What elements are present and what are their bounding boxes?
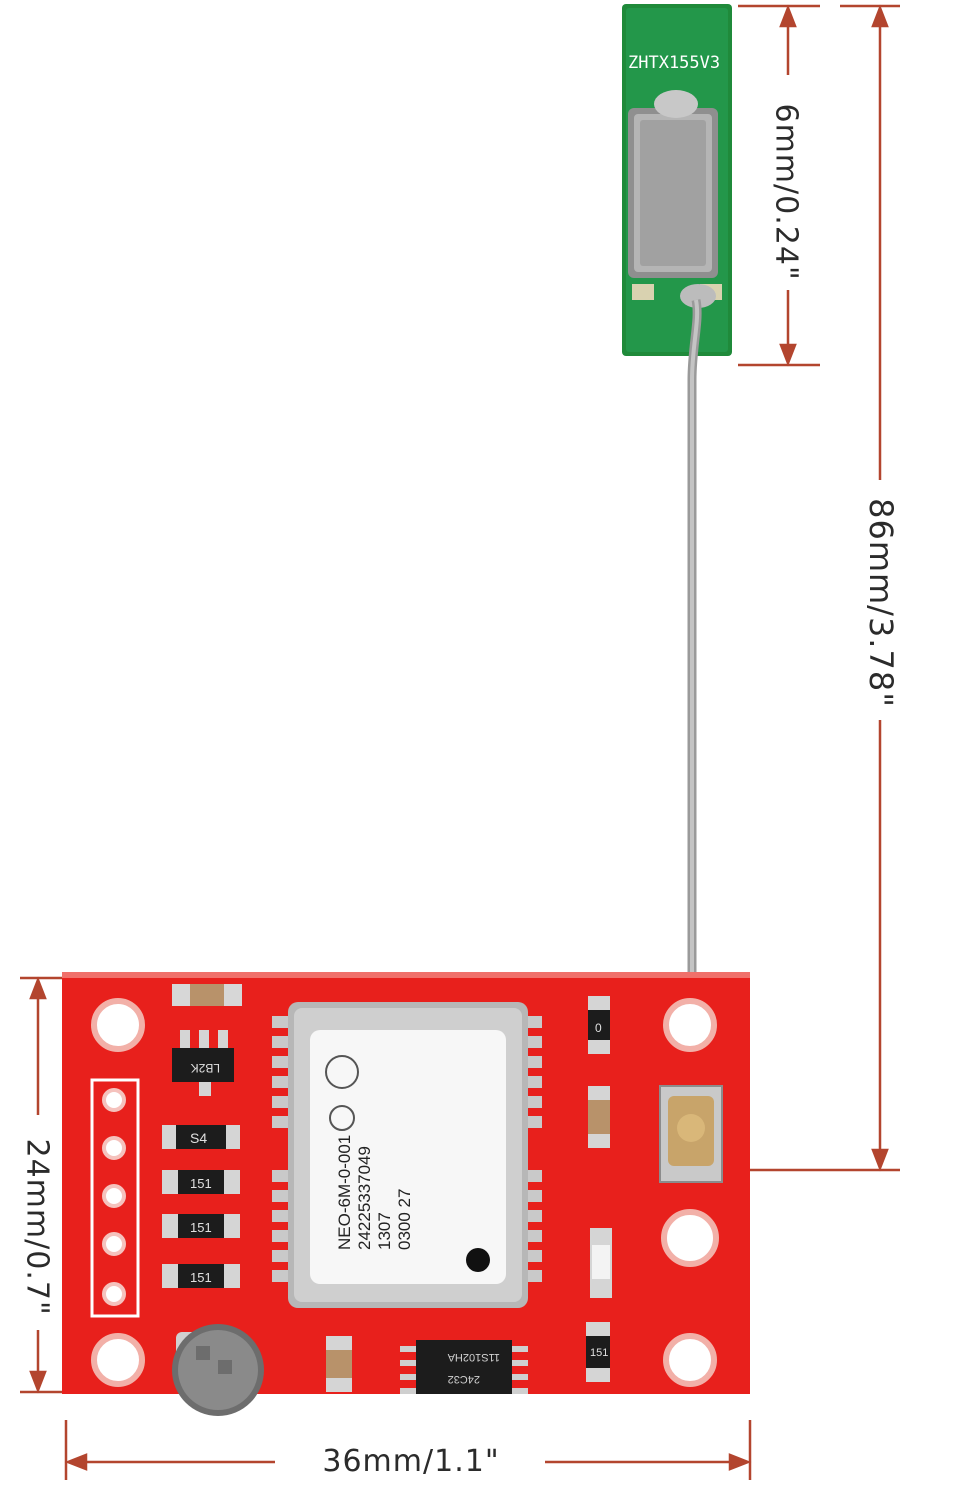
module-line-4: 0300 27 xyxy=(395,1189,414,1250)
antenna-height-label: 6mm/0.24" xyxy=(768,103,804,281)
gps-module: NEO-6M-0-001 24225337049 1307 0300 27 xyxy=(272,1002,542,1308)
resistor-1-marking: 151 xyxy=(190,1176,212,1191)
board-height-label: 24mm/0.7" xyxy=(19,1138,55,1316)
eeprom-chip: 11S102HA 24C32 xyxy=(400,1340,528,1394)
gps-board: LB2K S4 151 151 151 xyxy=(62,972,750,1416)
module-line-1: NEO-6M-0-001 xyxy=(335,1135,354,1250)
module-line-2: 24225337049 xyxy=(355,1146,374,1250)
eeprom-marking-2: 11S102HA xyxy=(447,1351,500,1363)
resistor-bottom-right-marking: 151 xyxy=(590,1347,608,1359)
cable-length-label: 86mm/3.78" xyxy=(862,498,900,708)
dimension-lines xyxy=(20,4,900,1480)
antenna-board: ZHTX155V3 xyxy=(622,4,732,356)
resistor-2-marking: 151 xyxy=(190,1220,212,1235)
antenna-marking: ZHTX155V3 xyxy=(628,53,720,73)
diode-marking: S4 xyxy=(190,1130,207,1146)
eeprom-marking: 24C32 xyxy=(448,1373,480,1385)
resistor-3-marking: 151 xyxy=(190,1270,212,1285)
board-width-label: 36mm/1.1" xyxy=(322,1444,500,1479)
regulator-marking: LB2K xyxy=(191,1061,220,1075)
resistor-top-right-marking: 0 xyxy=(595,1021,602,1035)
module-line-3: 1307 xyxy=(375,1212,394,1250)
